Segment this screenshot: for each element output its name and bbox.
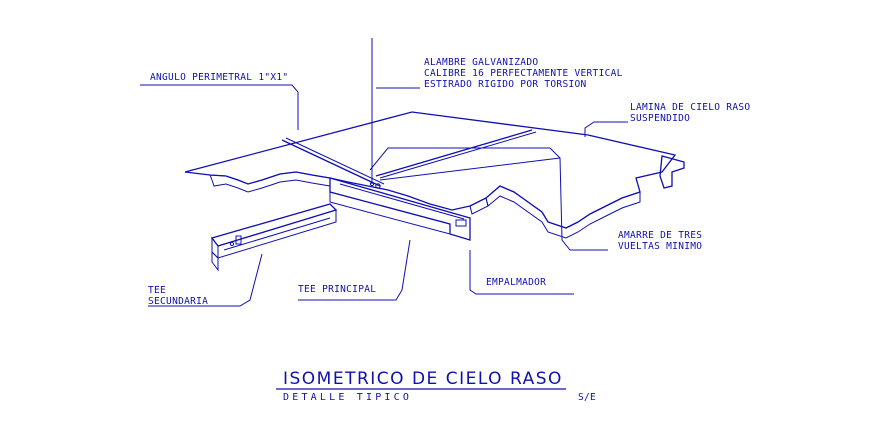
- label-alambre-line2: CALIBRE 16 PERFECTAMENTE VERTICAL: [424, 68, 623, 79]
- hanger-wire: [371, 38, 420, 184]
- label-amarre-line2: VUELTAS MINIMO: [618, 241, 702, 252]
- leader-lines: [140, 84, 628, 307]
- label-lamina-line1: LAMINA DE CIELO RASO: [630, 102, 750, 113]
- label-tee-secundaria-line1: TEE: [148, 285, 166, 296]
- label-tee-secundaria-line2: SECUNDARIA: [148, 296, 208, 307]
- label-alambre-line1: ALAMBRE GALVANIZADO: [424, 57, 538, 68]
- grid-runners: [281, 129, 561, 187]
- tee-secundaria: [210, 203, 338, 272]
- label-amarre-line1: AMARRE DE TRES: [618, 230, 702, 241]
- label-empalmador: EMPALMADOR: [486, 277, 546, 288]
- drawing-subtitle: DETALLE TIPICO: [283, 392, 412, 403]
- tee-principal: [329, 177, 471, 241]
- label-alambre-line3: ESTIRADO RIGIDO POR TORSION: [424, 79, 587, 90]
- label-angulo-perimetral: ANGULO PERIMETRAL 1"X1": [150, 72, 288, 83]
- label-lamina-line2: SUSPENDIDO: [630, 113, 690, 124]
- ceiling-panel: [184, 111, 677, 239]
- drawing-title: ISOMETRICO DE CIELO RASO: [283, 369, 563, 389]
- drawing-scale: S/E: [578, 392, 596, 403]
- label-tee-principal: TEE PRINCIPAL: [298, 284, 376, 295]
- perimeter-angle-profile: [659, 155, 685, 189]
